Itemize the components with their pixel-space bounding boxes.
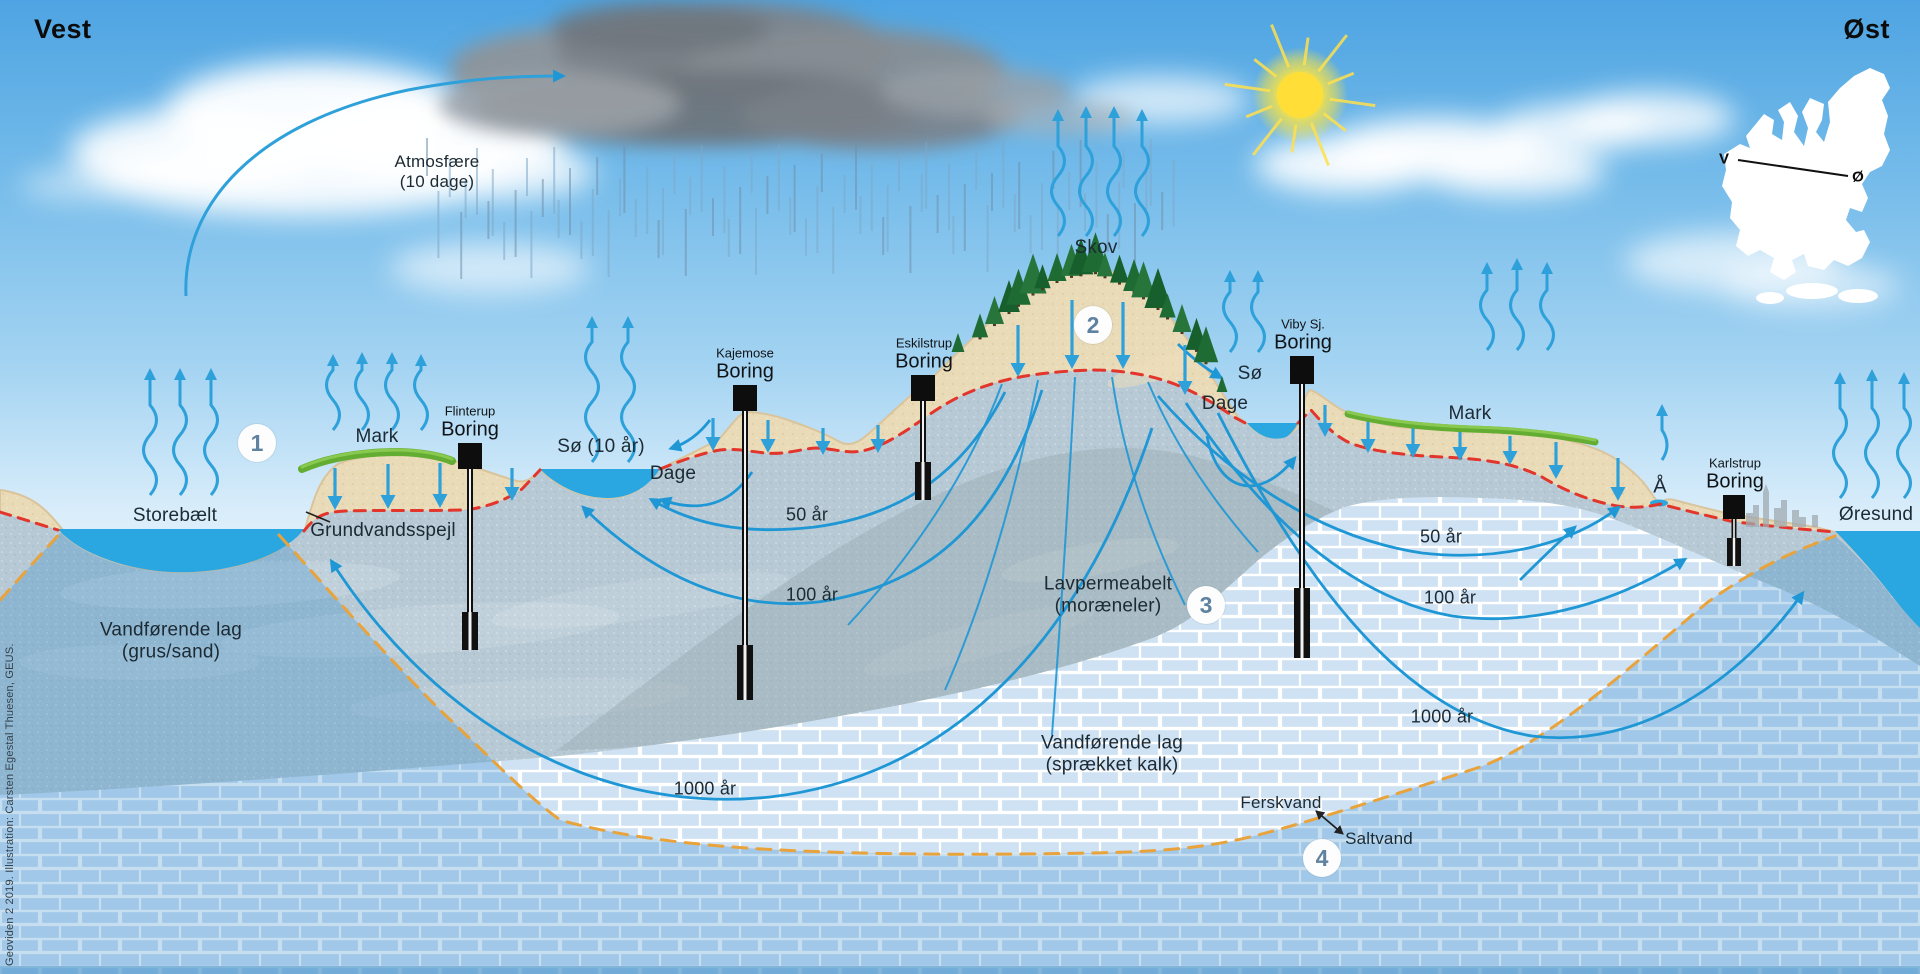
years100-right-label: 100 år bbox=[1423, 587, 1477, 608]
boring-label-karlstrup: Karlstrup Boring bbox=[1706, 455, 1764, 493]
groundwater-table-label: Grundvandsspejl bbox=[310, 520, 456, 541]
marker-3: 3 bbox=[1187, 586, 1225, 624]
sjaelland-map bbox=[1722, 68, 1890, 304]
boring-place-viby-sj: Viby Sj. bbox=[1281, 316, 1325, 332]
map-transect-line bbox=[1737, 159, 1849, 177]
borings bbox=[458, 356, 1745, 700]
years100-left-label: 100 år bbox=[785, 584, 839, 605]
aquifer-sand-line2: (grus/sand) bbox=[121, 642, 221, 663]
flow-days-right-arc bbox=[1205, 435, 1297, 488]
boring-place-kajemose: Kajemose bbox=[716, 345, 774, 361]
boring-flinterup bbox=[458, 443, 482, 650]
aquifer-sand-line1: Vandførende lag bbox=[99, 619, 243, 641]
field-right-label: Mark bbox=[1448, 403, 1492, 424]
storebaelt-label: Storebælt bbox=[132, 505, 218, 526]
aquifer-sand-label: Vandførende lag (grus/sand) bbox=[100, 620, 242, 665]
marker-2: 2 bbox=[1074, 306, 1112, 344]
years50-right-label: 50 år bbox=[1419, 526, 1463, 547]
years50-left-label: 50 år bbox=[785, 504, 829, 525]
aquifer-chalk-line2: (sprækket kalk) bbox=[1045, 755, 1179, 776]
credit-text: Geoviden 2 2019. Illustration: Carsten E… bbox=[4, 643, 16, 966]
bottom-strip bbox=[0, 966, 1920, 974]
atmosphere-arrow bbox=[184, 69, 566, 297]
boring-type-karlstrup: Boring bbox=[1706, 471, 1764, 493]
oresund-sea bbox=[1835, 531, 1920, 628]
freshwater-label: Ferskvand bbox=[1240, 793, 1322, 812]
marker-1: 1 bbox=[238, 424, 276, 462]
storebaelt-sea bbox=[58, 529, 304, 573]
flow-1000yr-right bbox=[1216, 412, 1805, 740]
lake-left-label: Sø (10 år) bbox=[557, 436, 645, 457]
grass-mark-left bbox=[298, 447, 456, 473]
years1000-left-label: 1000 år bbox=[673, 778, 737, 799]
aquifer-chalk-label: Vandførende lag (sprækket kalk) bbox=[1041, 733, 1183, 778]
grass-strips bbox=[298, 410, 1599, 473]
compass-east-label: Øst bbox=[1843, 14, 1890, 44]
boring-place-eskilstrup: Eskilstrup bbox=[895, 335, 953, 351]
flow-days-right-surface bbox=[1177, 343, 1224, 380]
saltwater-label: Saltvand bbox=[1345, 829, 1413, 848]
city-skyline bbox=[1746, 484, 1818, 527]
atmosphere-label-line2: (10 dage) bbox=[399, 172, 475, 191]
evaporation-arrows bbox=[142, 106, 1912, 499]
flow-arcs bbox=[329, 343, 1805, 801]
days-right-label: Dage bbox=[1201, 393, 1249, 414]
map-west-marker: V bbox=[1718, 150, 1730, 168]
boring-place-flinterup: Flinterup bbox=[444, 403, 496, 419]
atmosphere-label-line1: Atmosfære bbox=[394, 151, 480, 171]
compass-west-label: Vest bbox=[34, 14, 92, 44]
low-permeability-line2: (moræneler) bbox=[1054, 596, 1162, 617]
boring-type-eskilstrup: Boring bbox=[895, 351, 953, 373]
stream-label: Å bbox=[1653, 475, 1667, 498]
forest-label: Skov bbox=[1074, 237, 1118, 258]
days-left-label: Dage bbox=[649, 463, 697, 484]
low-permeability-line1: Lavpermeabelt bbox=[1043, 573, 1173, 595]
infiltration-arrows bbox=[327, 300, 1626, 510]
boring-label-kajemose: Kajemose Boring bbox=[716, 345, 774, 383]
forest-trees bbox=[951, 232, 1228, 392]
flow-50yr-left bbox=[648, 391, 1007, 532]
map-east-marker: Ø bbox=[1852, 168, 1864, 186]
aquifer-chalk-line1: Vandførende lag bbox=[1040, 732, 1184, 754]
boring-type-kajemose: Boring bbox=[716, 361, 774, 383]
low-permeability-label: Lavpermeabelt (moræneler) bbox=[1044, 574, 1172, 619]
salt-interface-line bbox=[0, 529, 1837, 856]
rain-cloud-icon bbox=[440, 2, 1135, 150]
boring-type-flinterup: Boring bbox=[441, 419, 499, 441]
boring-label-viby-sj: Viby Sj. Boring bbox=[1274, 316, 1332, 354]
boring-viby-sj bbox=[1290, 356, 1314, 658]
saltwater-zone bbox=[0, 531, 1920, 974]
marker-4: 4 bbox=[1303, 839, 1341, 877]
lake-right-label: Sø bbox=[1237, 363, 1263, 384]
sun-icon bbox=[1224, 23, 1376, 167]
field-left-label: Mark bbox=[355, 426, 399, 447]
boring-label-flinterup: Flinterup Boring bbox=[441, 403, 499, 441]
surface-waters bbox=[58, 423, 1920, 628]
flow-1000yr-left bbox=[329, 427, 1154, 801]
boring-kajemose bbox=[733, 385, 757, 700]
boring-label-eskilstrup: Eskilstrup Boring bbox=[895, 335, 953, 373]
fresh-salt-arrow bbox=[1315, 810, 1344, 835]
oresund-label: Øresund bbox=[1838, 504, 1914, 525]
flow-100yr-right bbox=[1184, 402, 1688, 620]
lake-left bbox=[540, 469, 660, 498]
boring-place-karlstrup: Karlstrup bbox=[1708, 455, 1762, 471]
flow-coast-discharge bbox=[1519, 525, 1577, 581]
boring-eskilstrup bbox=[911, 375, 935, 500]
boring-type-viby-sj: Boring bbox=[1274, 332, 1332, 354]
flow-100yr-left bbox=[581, 389, 1044, 606]
atmosphere-label: Atmosfære (10 dage) bbox=[395, 152, 480, 192]
chalk-layer bbox=[0, 496, 1920, 974]
years1000-right-label: 1000 år bbox=[1410, 706, 1474, 727]
boring-karlstrup bbox=[1723, 495, 1745, 566]
flow-days-left-surface bbox=[668, 419, 712, 452]
grass-mark-right bbox=[1344, 410, 1599, 446]
grundvandsspejl-leader bbox=[305, 511, 331, 523]
lake-right bbox=[1247, 423, 1298, 439]
